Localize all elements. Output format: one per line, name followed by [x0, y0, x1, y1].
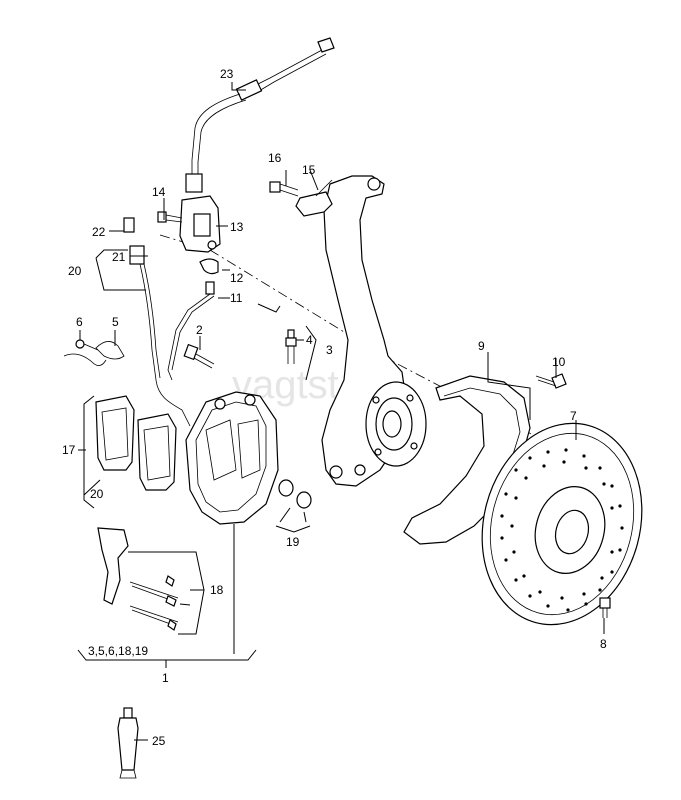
- bolt-14: [157, 211, 183, 223]
- callout-1: 1: [162, 671, 169, 685]
- callout-10: 10: [552, 355, 566, 369]
- callout-9: 9: [478, 339, 485, 353]
- wheel-hub: [365, 381, 427, 467]
- sensor-plug: [123, 217, 135, 233]
- kit-label: 3,5,6,18,19: [88, 644, 148, 658]
- brake-line: [167, 281, 215, 381]
- callout-15: 15: [302, 163, 316, 177]
- brake-pads: [95, 395, 177, 491]
- callout-3: 3: [326, 343, 333, 357]
- paste-tube: [117, 707, 139, 779]
- callout-16: 16: [268, 151, 282, 165]
- splash-shield-rim: [443, 387, 521, 465]
- brake-caliper: [185, 391, 279, 525]
- callout-11: 11: [230, 291, 243, 305]
- callout-4: 4: [306, 333, 313, 347]
- callout-5: 5: [112, 315, 119, 329]
- callout-21: 21: [112, 250, 126, 264]
- brake-hose: [185, 37, 335, 193]
- seal-left: [278, 479, 294, 497]
- callout-22: 22: [92, 225, 106, 239]
- callout-6: 6: [76, 315, 83, 329]
- disc-holes: [500, 448, 624, 612]
- callout-13: 13: [230, 220, 244, 234]
- callout-12: 12: [230, 271, 244, 285]
- screw-8: [599, 597, 611, 618]
- bolt-16: [269, 181, 299, 197]
- callout-18: 18: [210, 583, 224, 597]
- callout-2: 2: [196, 323, 203, 337]
- bleed-screw: [285, 329, 297, 364]
- callout-20-top: 20: [68, 264, 82, 278]
- spring: [95, 341, 125, 360]
- bolt-2: [183, 343, 215, 369]
- callout-20-bottom: 20: [90, 487, 104, 501]
- pad-spring: [63, 353, 107, 366]
- bolt-6: [75, 339, 99, 351]
- hose-bracket: [179, 195, 221, 253]
- callout-7: 7: [570, 409, 577, 423]
- callout-23: 23: [220, 67, 234, 81]
- center-axis: [209, 249, 601, 471]
- wear-sensor: [129, 245, 191, 427]
- callout-17: 17: [62, 443, 76, 457]
- bracket-15: [295, 179, 333, 217]
- seal-right: [296, 491, 312, 509]
- splash-shield: [403, 375, 531, 545]
- clip: [199, 258, 219, 275]
- callout-8: 8: [600, 637, 607, 651]
- pad-retaining-kit: [97, 527, 179, 631]
- leader-lines: [77, 82, 605, 741]
- bolt-10: [535, 373, 567, 389]
- brake-disc: [481, 422, 643, 626]
- callout-25: 25: [152, 734, 166, 748]
- callout-14: 14: [152, 185, 166, 199]
- callout-19: 19: [286, 535, 300, 549]
